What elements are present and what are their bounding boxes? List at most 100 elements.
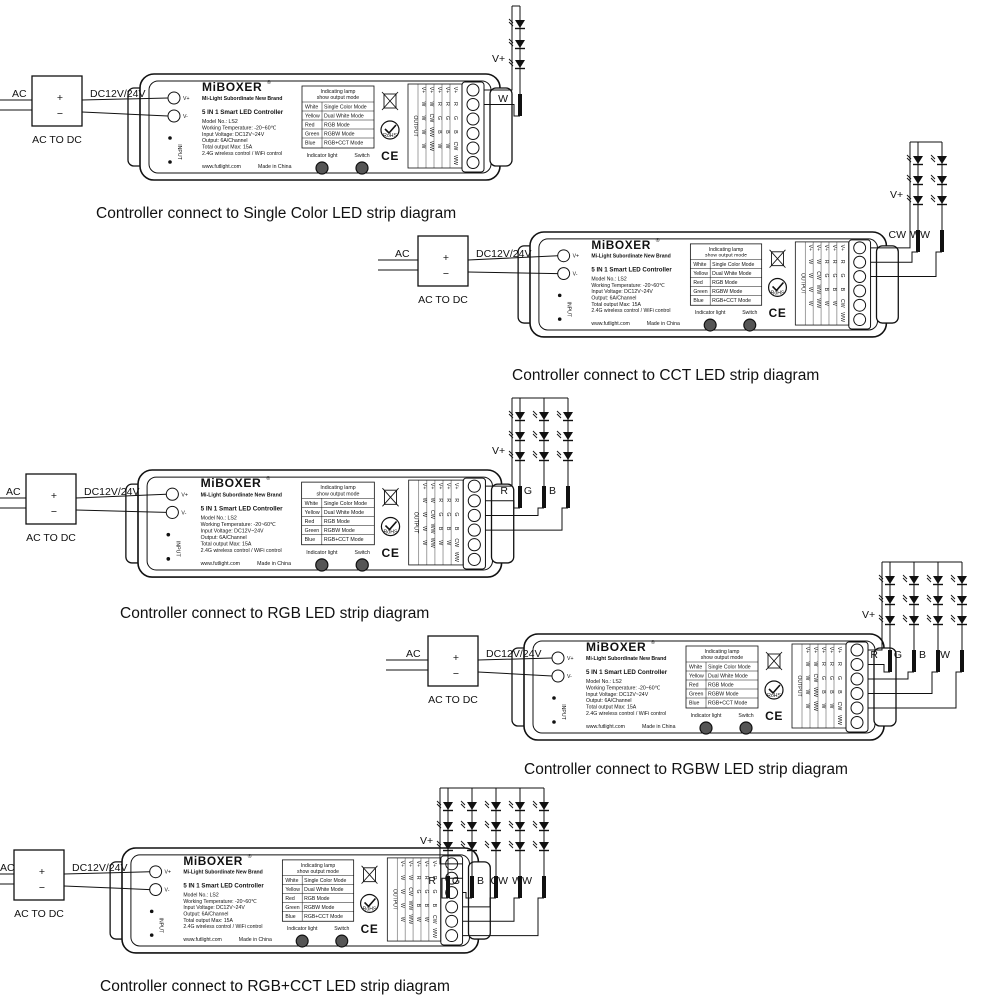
- dc-voltage-label: DC12V/24V: [84, 486, 139, 498]
- lamp-table: [301, 481, 375, 546]
- led-icon: [556, 433, 562, 439]
- ce-mark-icon: CE: [769, 306, 787, 320]
- output-terminal: [467, 538, 481, 552]
- input-dot-icon: [149, 933, 154, 937]
- output-pin-label: B: [445, 527, 451, 531]
- led-icon: [950, 577, 956, 583]
- rohs-check-icon: [384, 124, 397, 135]
- output-pin-label: W: [420, 116, 426, 121]
- led-icon: [443, 822, 453, 830]
- output-pin-label: W: [804, 690, 810, 695]
- led-icon: [508, 413, 514, 419]
- input-vminus-label: V-: [165, 888, 170, 894]
- lamp-color: Blue: [689, 701, 699, 707]
- led-icon: [937, 156, 947, 164]
- lamp-title: Indicating lamp: [320, 485, 355, 491]
- brand-logo: MiBOXER: [586, 640, 646, 654]
- led-icon: [878, 614, 884, 620]
- lamp-title: show output mode: [317, 95, 360, 101]
- housing-end-right: [489, 87, 513, 167]
- output-pin-label: W: [804, 676, 810, 681]
- output-pin-label: V+: [445, 483, 451, 490]
- led-icon: [508, 800, 514, 806]
- led-icon: [902, 577, 908, 583]
- led-icon: [930, 154, 936, 160]
- converter-plus: +: [453, 652, 459, 664]
- lamp-color: Green: [305, 528, 320, 534]
- led-icon: [913, 176, 923, 184]
- switch-button: [335, 934, 349, 948]
- output-terminal: [853, 241, 867, 255]
- output-pin-label: R: [828, 662, 834, 666]
- channel-label-cw: CW: [889, 229, 907, 241]
- output-pin-label: WW: [429, 538, 435, 548]
- lamp-mode: RGBW Mode: [712, 289, 742, 295]
- output-pin-label: W: [421, 526, 427, 531]
- output-pin-label: W: [807, 273, 813, 278]
- dc-wire-minus: [467, 271, 558, 275]
- output-pin-label: R: [437, 498, 443, 502]
- output-wire: [462, 897, 496, 908]
- lamp-mode: Single Color Mode: [324, 105, 367, 111]
- output-pin-label: V+: [452, 87, 458, 94]
- output-terminal: [466, 141, 480, 155]
- converter-minus: −: [57, 108, 63, 120]
- led-icon: [885, 596, 895, 604]
- output-wire: [462, 897, 544, 937]
- output-label: OUTPUT: [412, 115, 418, 137]
- spec-line: Output: 6A/Channel: [183, 912, 228, 918]
- led-icon: [532, 430, 538, 436]
- lamp-title: show output mode: [705, 253, 747, 259]
- input-label: INPUT: [174, 541, 180, 558]
- dc-wire-plus: [477, 657, 553, 661]
- converter-minus: −: [443, 268, 449, 280]
- led-icon: [532, 840, 538, 846]
- led-icon: [508, 430, 514, 436]
- strip-lead: [888, 650, 892, 672]
- rohs-icon: [767, 277, 788, 297]
- spec-line: Total output Max: 15A: [202, 145, 253, 151]
- led-icon: [460, 800, 466, 806]
- lamp-mode: RGBW Mode: [324, 528, 355, 534]
- led-icon: [906, 177, 912, 183]
- output-label: OUTPUT: [796, 675, 802, 697]
- output-pin-label: W: [436, 144, 442, 149]
- channel-label-b: B: [549, 485, 556, 497]
- led-icon: [532, 843, 538, 849]
- lamp-mode: RGB+CCT Mode: [324, 537, 364, 543]
- input-label: INPUT: [566, 302, 572, 318]
- lamp-title: Indicating lamp: [301, 863, 336, 869]
- converter-minus: −: [39, 882, 45, 894]
- rohs-check-icon: [363, 897, 377, 908]
- output-pin-label: V+: [831, 245, 837, 251]
- output-pin-label: W: [420, 144, 426, 149]
- output-pin-label: B: [453, 527, 459, 531]
- strip-lead: [470, 876, 474, 898]
- output-pin-label: B: [444, 130, 450, 134]
- brand-subtitle: Mi-Light Subordinate New Brand: [201, 492, 282, 498]
- output-pin-label: V+: [421, 483, 427, 490]
- output-pin-label: V+: [437, 483, 443, 490]
- led-icon: [563, 432, 573, 440]
- led-icon: [926, 614, 932, 620]
- brand-logo: MiBOXER: [183, 854, 243, 868]
- dc-voltage-label: DC12V/24V: [486, 648, 541, 660]
- output-pin-label: R: [423, 876, 429, 880]
- strip-lead: [542, 486, 546, 508]
- output-pin-label: G: [831, 274, 837, 278]
- spec-line: Model No.: LS2: [591, 277, 626, 283]
- led-icon: [460, 803, 466, 809]
- lamp-mode: Dual White Mode: [712, 271, 751, 277]
- output-terminal: [853, 284, 867, 298]
- housing-end-right: [875, 245, 899, 324]
- led-icon: [484, 820, 490, 826]
- website: www.futlight.com: [183, 937, 221, 943]
- dc-wire-minus: [75, 509, 167, 513]
- product-name: 5 IN 1 Smart LED Controller: [201, 505, 284, 512]
- vplus-wire: [868, 562, 883, 651]
- led-icon: [515, 802, 525, 810]
- lamp-mode: Dual White Mode: [304, 887, 343, 893]
- led-icon: [484, 800, 490, 806]
